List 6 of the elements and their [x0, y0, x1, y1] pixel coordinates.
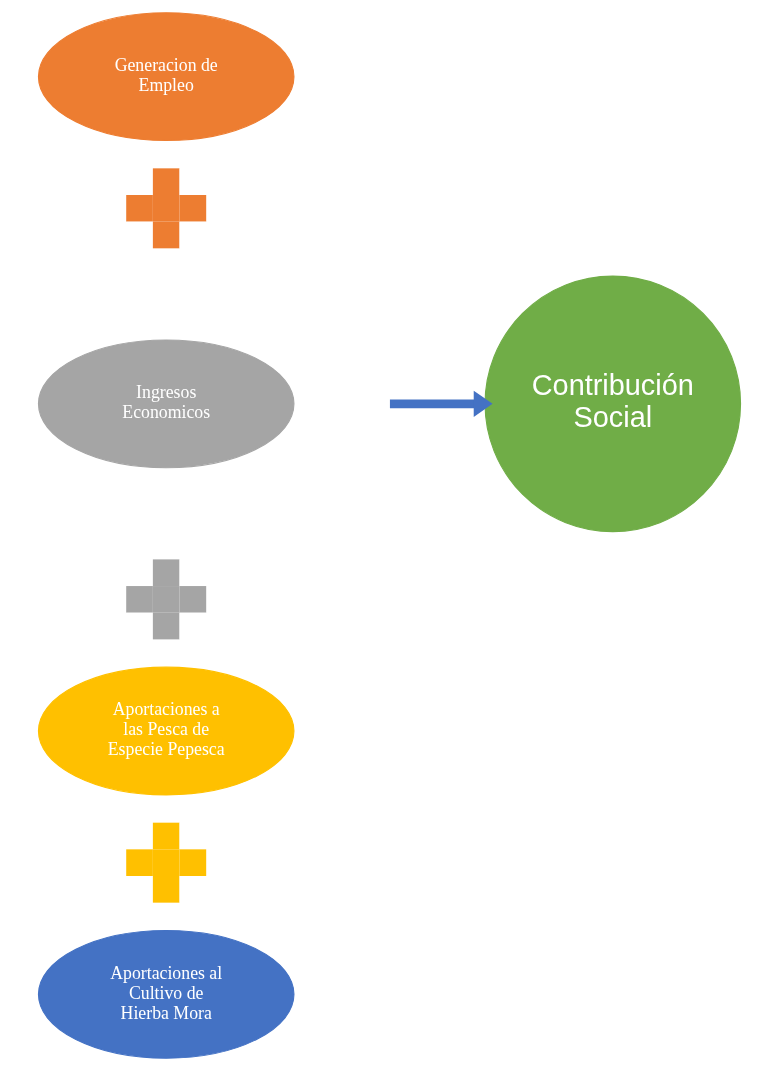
arrow [389, 390, 493, 418]
node-ellipse: Aportaciones al Cultivo de Hierba Mora [37, 929, 294, 1059]
node-ellipse: Aportaciones a las Pesca de Especie Pepesca [37, 666, 294, 796]
node-ellipse: Ingresos Economicos [37, 339, 294, 469]
node-ellipse: Generacion de Empleo [37, 12, 294, 142]
node-circle: Contribución Social [484, 275, 741, 533]
